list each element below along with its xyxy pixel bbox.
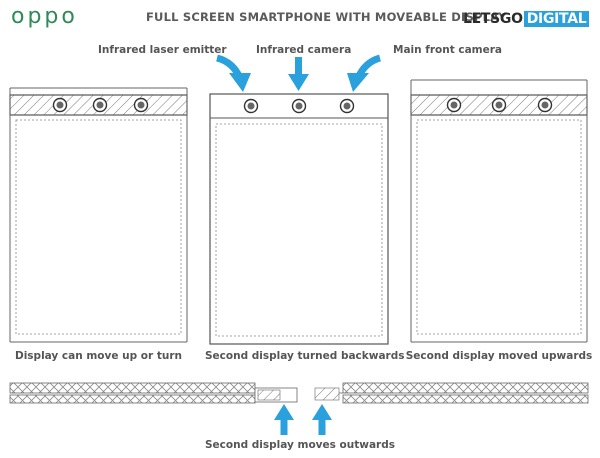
camera-lens-2a [243, 98, 259, 114]
oppo-logo: oppo [11, 4, 78, 29]
callout-laser-label: Infrared laser emitter [98, 44, 227, 56]
phone-2 [209, 93, 389, 345]
camera-lens-3a [446, 97, 462, 113]
arrow-front-icon [347, 54, 382, 92]
callout-front-label: Main front camera [393, 44, 503, 56]
camera-lens-3c [537, 97, 553, 113]
page-title: FULL SCREEN SMARTPHONE WITH MOVEABLE DIS… [146, 10, 507, 24]
phone-1 [9, 87, 188, 343]
cross-section-left [9, 382, 298, 404]
camera-lens-1a [52, 97, 68, 113]
screen-outline-1 [15, 119, 182, 335]
arrow-laser-icon [216, 54, 251, 92]
caption-phone-1: Display can move up or turn [14, 350, 182, 362]
callout-camera-label: Infrared camera [256, 44, 352, 56]
camera-lens-1b [92, 97, 108, 113]
logo-prefix: LETSGO [463, 11, 523, 27]
arrow-camera-icon [288, 57, 309, 91]
arrow-up-left-icon [274, 404, 294, 435]
screen-outline-3 [416, 119, 582, 335]
phone-3 [410, 79, 588, 343]
cross-section-right [314, 382, 589, 404]
screen-outline-2 [215, 123, 383, 337]
caption-phone-2: Second display turned backwards [205, 350, 405, 362]
camera-lens-2c [339, 98, 355, 114]
caption-bottom: Second display moves outwards [205, 439, 395, 451]
camera-lens-3b [491, 97, 507, 113]
logo-suffix: DIGITAL [523, 11, 590, 27]
caption-phone-3: Second display moved upwards [405, 350, 593, 362]
camera-lens-1c [133, 97, 149, 113]
arrow-up-right-icon [312, 404, 332, 435]
camera-lens-2b [291, 98, 307, 114]
